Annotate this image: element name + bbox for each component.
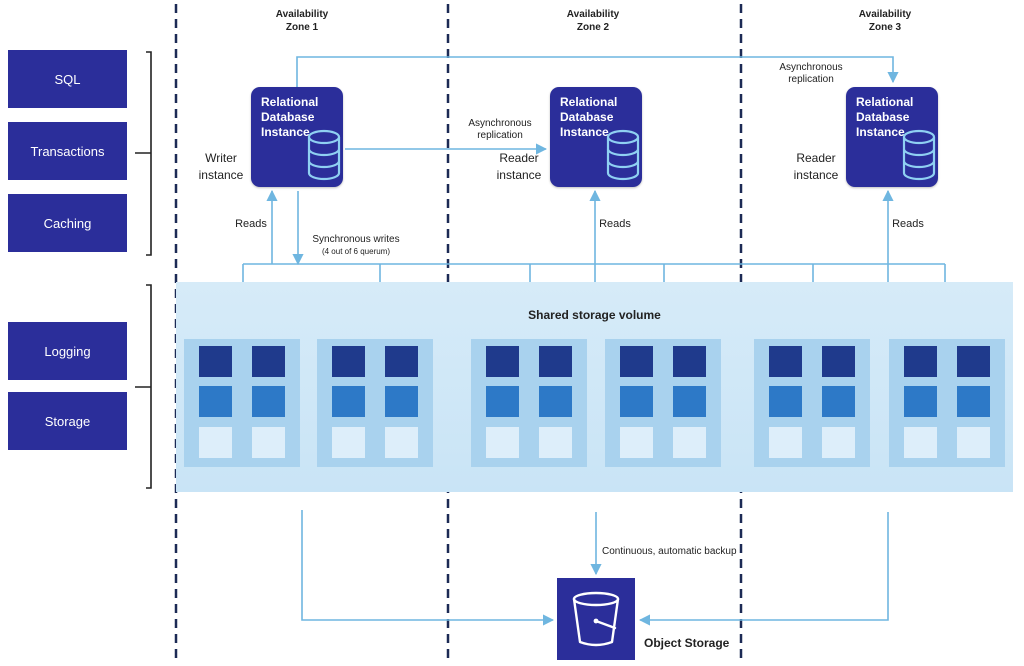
shared-storage-volume: Shared storage volume: [176, 282, 1013, 492]
shared-storage-title: Shared storage volume: [528, 308, 661, 322]
sync-writes-label: Synchronous writes: [312, 234, 400, 245]
storage-node: [889, 339, 1005, 467]
compute-layer-bracket: [135, 51, 152, 256]
layer-logging: Logging: [8, 322, 127, 380]
async-replication-label-top: Asynchronous replication: [779, 62, 843, 85]
layer-sql: SQL: [8, 50, 127, 108]
object-storage-label: Object Storage: [644, 636, 730, 650]
backup-label: Continuous, automatic backup: [602, 546, 737, 557]
bucket-icon: [572, 591, 620, 647]
async-replication-label-mid: Asynchronous replication: [468, 118, 532, 141]
database-icon: [606, 129, 640, 181]
instance-title: Relational Database Instance: [560, 95, 618, 139]
reads-label-writer: Reads: [235, 218, 267, 230]
async-replication-line-zone3: [296, 56, 899, 87]
zone-2-label: Availability Zone 2: [566, 9, 620, 33]
instance-title: Relational Database Instance: [856, 95, 914, 139]
database-icon: [307, 129, 341, 181]
storage-node: [317, 339, 433, 467]
backup-line-zone1: [301, 510, 555, 626]
writer-db-instance: Relational Database Instance: [251, 87, 343, 187]
object-storage-box: [557, 578, 635, 660]
reader-instance-label-zone2: Reader instance: [496, 151, 542, 182]
storage-node: [184, 339, 300, 467]
layer-storage: Storage: [8, 392, 127, 450]
storage-layer-bracket: [135, 284, 152, 489]
layer-caching: Caching: [8, 194, 127, 252]
layer-transactions: Transactions: [8, 122, 127, 180]
writer-instance-label: Writer instance: [198, 151, 244, 182]
storage-bus-drops: [242, 264, 946, 282]
zone-3-label: Availability Zone 3: [858, 9, 912, 33]
storage-node: [605, 339, 721, 467]
reads-label-reader-2: Reads: [599, 218, 631, 230]
storage-node: [754, 339, 870, 467]
database-icon: [902, 129, 936, 181]
reads-label-reader-3: Reads: [892, 218, 924, 230]
instance-title: Relational Database Instance: [261, 95, 319, 139]
storage-node: [471, 339, 587, 467]
reader-instance-label-zone3: Reader instance: [793, 151, 839, 182]
reader-db-instance-zone3: Relational Database Instance: [846, 87, 938, 187]
quorum-label: (4 out of 6 querum): [321, 247, 391, 256]
reader-db-instance-zone2: Relational Database Instance: [550, 87, 642, 187]
backup-line-zone3: [638, 512, 889, 626]
zone-1-label: Availability Zone 1: [275, 9, 329, 33]
